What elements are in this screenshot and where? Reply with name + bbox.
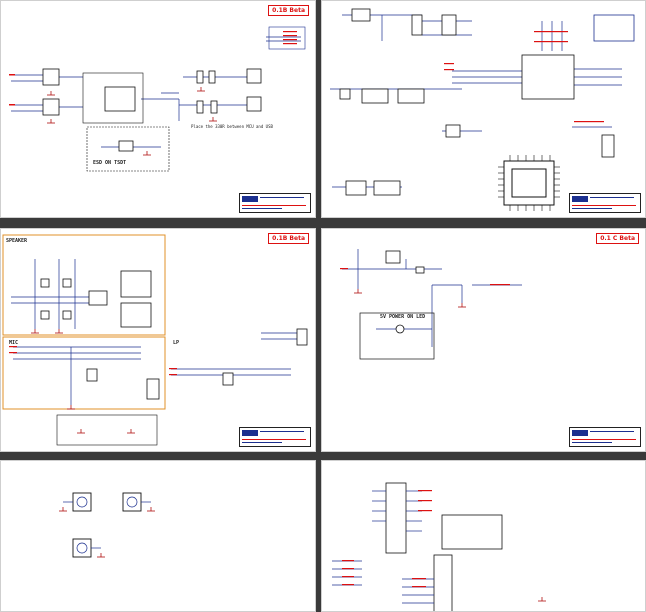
mic-section-label: MIC	[9, 340, 19, 346]
note-label: Place the 330R between MCU and USB	[191, 124, 273, 129]
logo-icon	[242, 430, 258, 436]
sheet-6-drawing	[332, 482, 546, 611]
sheet-2-drawing	[330, 8, 635, 211]
logo-icon	[242, 196, 258, 202]
version-tag: 0.1B Beta	[268, 5, 309, 16]
schematic-sheet-3[interactable]: 0.1B Beta SPEAKER MIC LP	[0, 228, 316, 452]
logo-icon	[572, 430, 588, 436]
version-tag: 0.1B Beta	[268, 233, 309, 244]
sheet-5-drawing	[59, 492, 155, 558]
esd-label: ESD ON TSDT	[93, 160, 127, 166]
title-block	[569, 193, 641, 213]
schematic-sheet-1[interactable]: 0.1B Beta Place the 330R between MCU and…	[0, 0, 316, 218]
speaker-section-label: SPEAKER	[6, 238, 28, 244]
schematic-sheet-6[interactable]	[321, 460, 646, 612]
schematic-sheet-2[interactable]	[321, 0, 646, 218]
schematic-sheet-4[interactable]: 0.1 C Beta 5V POWER ON LED	[321, 228, 646, 452]
sheet-3-drawing	[2, 234, 308, 446]
sheet-1-drawing	[9, 26, 306, 172]
title-block	[239, 427, 311, 447]
version-tag: 0.1 C Beta	[596, 233, 639, 244]
schematic-sheet-5[interactable]	[0, 460, 316, 612]
lp-section-label: LP	[173, 340, 180, 346]
sheet-4-drawing	[340, 249, 522, 360]
title-block	[569, 427, 641, 447]
power-led-label: 5V POWER ON LED	[380, 314, 426, 320]
logo-icon	[572, 196, 588, 202]
title-block	[239, 193, 311, 213]
